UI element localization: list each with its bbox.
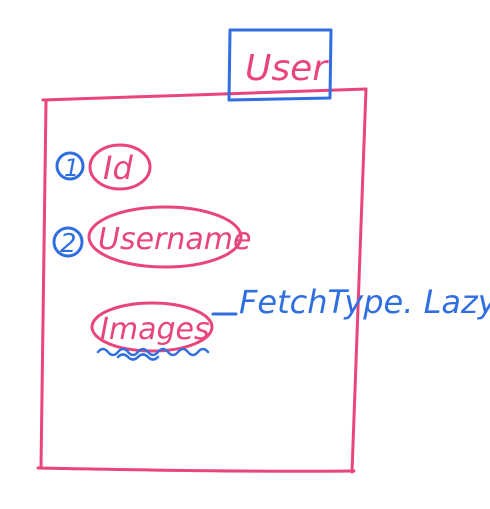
field-images-label: Images <box>100 312 210 347</box>
field-username-outline <box>87 205 243 269</box>
field-id: 1 Id <box>55 143 152 191</box>
field-id-outline <box>88 143 152 191</box>
field-images: Images <box>90 301 214 361</box>
entity-title: User <box>245 48 329 89</box>
field-images-squiggle-underline <box>96 347 210 361</box>
fetchtype-annotation: FetchType. Lazy <box>211 283 490 321</box>
entity-box-right-edge <box>350 87 368 474</box>
field-marker-2 <box>52 226 84 258</box>
field-marker-1-label: 1 <box>64 154 79 182</box>
entity-box-top-edge <box>41 87 368 102</box>
entity-box-bottom-edge <box>36 466 356 473</box>
field-username-label: Username <box>98 222 251 257</box>
field-marker-2-label: 2 <box>60 229 77 259</box>
field-images-outline <box>90 301 214 353</box>
entity-title-tag: User <box>227 28 333 102</box>
entity-title-frame <box>227 28 333 102</box>
field-id-label: Id <box>103 149 133 187</box>
entity-box <box>36 87 368 474</box>
entity-box-left-edge <box>39 100 48 470</box>
field-marker-1 <box>55 151 85 181</box>
field-username: 2 Username <box>52 205 251 269</box>
annotation-text: FetchType. Lazy <box>239 283 490 321</box>
